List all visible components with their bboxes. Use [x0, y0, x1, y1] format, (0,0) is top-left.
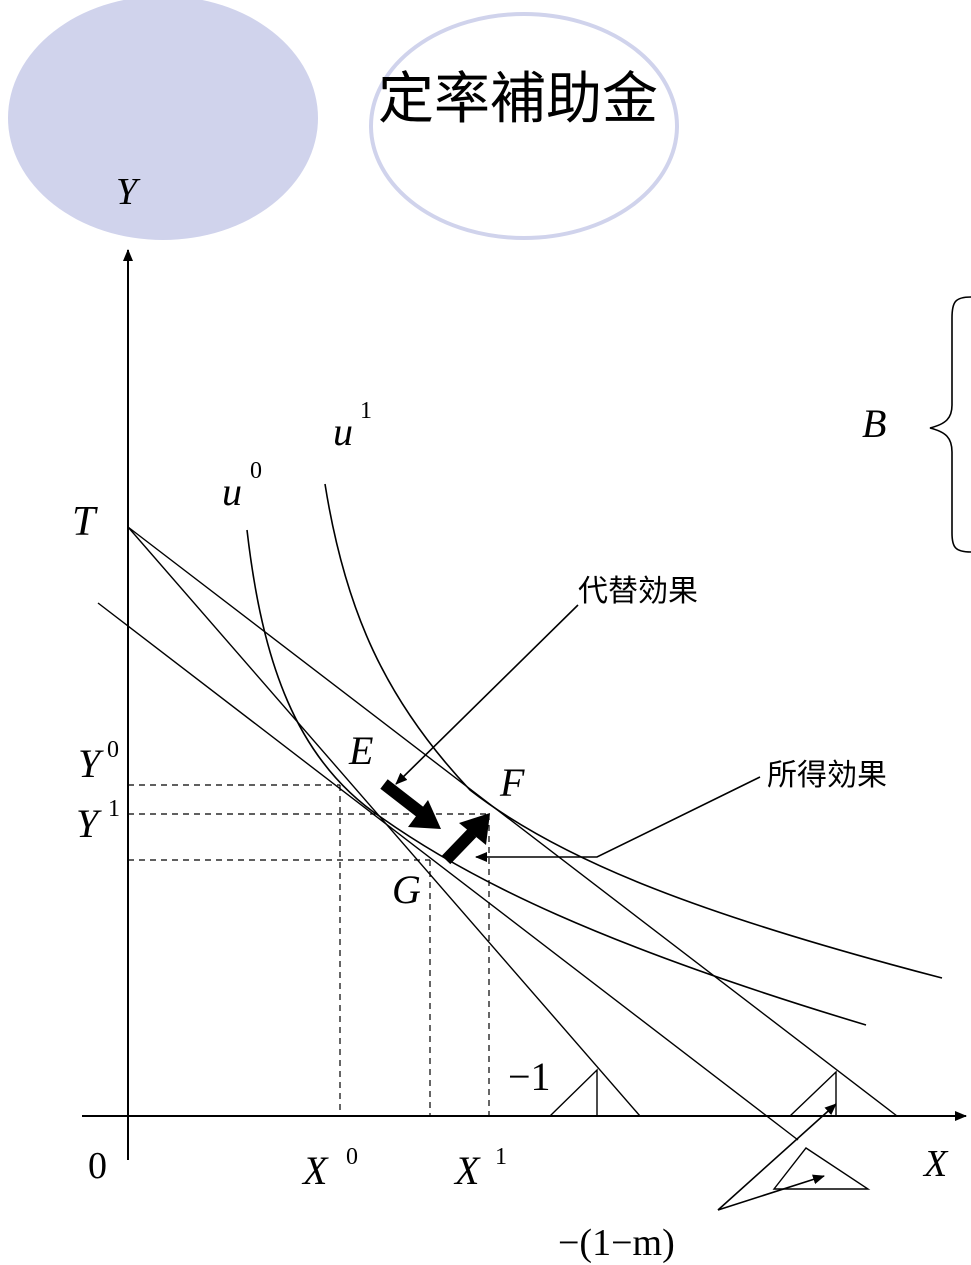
- slope-callout-arrow-2: [717, 1174, 825, 1211]
- u0-label: u: [222, 469, 242, 514]
- u1-label-sup: 1: [360, 398, 372, 424]
- slope-steep-label: −1: [508, 1054, 551, 1099]
- y-axis-label: Y: [116, 171, 141, 213]
- point-f-label: F: [499, 760, 525, 805]
- point-e-label: E: [348, 728, 373, 773]
- decor-circle-filled: [8, 0, 318, 240]
- budget-line-subsidized: [127, 526, 898, 1117]
- income-callout-line: [475, 776, 761, 862]
- x1-tick-sup: 1: [495, 1144, 507, 1170]
- slope-callout-triangle: [772, 1147, 871, 1190]
- budget-line-compensated: [97, 602, 799, 1141]
- y1-tick-label: Y: [76, 801, 102, 846]
- indifference-curve-u1: [324, 483, 943, 979]
- substitution-arrowhead: [408, 800, 441, 829]
- x1-tick-label: X: [453, 1148, 481, 1193]
- dashed-guides: [128, 784, 490, 1116]
- budget-line-original: [127, 526, 641, 1117]
- x0-tick-sup: 0: [346, 1144, 358, 1170]
- y0-tick-sup: 0: [107, 737, 119, 763]
- u1-label: u: [333, 409, 353, 454]
- y1-tick-sup: 1: [108, 796, 120, 822]
- slope-subsidized-label: −(1−m): [558, 1222, 675, 1264]
- substitution-callout-line: [395, 604, 579, 785]
- decor-circle-outline: [369, 12, 679, 240]
- brace-label: B: [862, 401, 886, 446]
- slope-callout-arrow-1: [717, 1103, 837, 1211]
- substitution-effect-arrow: [380, 779, 428, 820]
- indifference-curve-u0: [246, 529, 867, 1026]
- x0-tick-label: X: [301, 1148, 329, 1193]
- origin-label: 0: [88, 1145, 107, 1187]
- page-title: 定率補助金: [378, 67, 658, 132]
- income-effect-arrow: [441, 828, 477, 865]
- substitution-effect-label: 代替効果: [578, 574, 698, 609]
- income-effect-label: 所得効果: [767, 758, 887, 793]
- slope-triangle-steep: [549, 1068, 598, 1117]
- slope-triangle-subsidized: [789, 1070, 837, 1117]
- income-arrowhead: [459, 813, 490, 845]
- point-t-label: T: [72, 499, 98, 545]
- brace: [929, 296, 971, 553]
- u0-label-sup: 0: [250, 458, 262, 484]
- y0-tick-label: Y: [78, 741, 104, 786]
- x-axis-label: X: [922, 1143, 949, 1185]
- point-g-label: G: [392, 867, 421, 912]
